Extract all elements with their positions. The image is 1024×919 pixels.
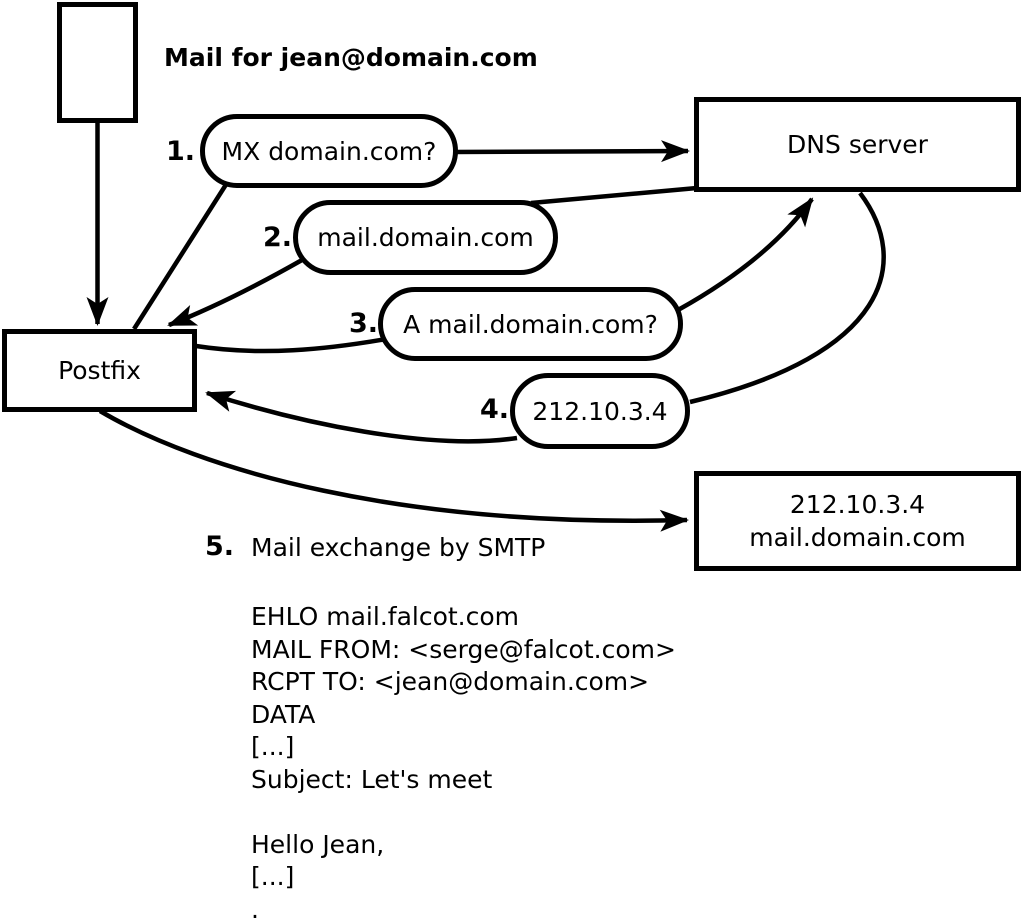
smtp-session-transcript: EHLO mail.falcot.com MAIL FROM: <serge@f… [251,602,676,919]
postfix-node: Postfix [2,329,197,412]
arrow-a-answer-to-postfix [205,390,518,444]
line-dns-to-a-answer [689,191,886,405]
destination-label: 212.10.3.4 mail.domain.com [749,488,965,554]
step-number-1: 1. [166,136,196,167]
pill-a-query: A mail.domain.com? [378,287,683,361]
dns-server-node: DNS server [694,97,1021,192]
pill-mx-answer-label: mail.domain.com [317,223,534,252]
step-number-3: 3. [349,308,379,339]
pill-a-answer: 212.10.3.4 [510,373,690,449]
dns-server-label: DNS server [787,130,928,159]
pill-mx-answer: mail.domain.com [293,200,558,275]
pill-a-query-label: A mail.domain.com? [403,309,658,339]
step-5-label: Mail exchange by SMTP [251,533,546,562]
arrow-postfix-to-mailserver [98,409,689,532]
line-postfix-to-a-query [195,335,393,354]
mail-message-node [57,2,138,123]
diagram-title: Mail for jean@domain.com [164,43,538,72]
line-dns-to-mx-answer [530,185,698,206]
line-postfix-to-mx-query [132,181,229,331]
step-number-5: 5. [205,531,235,562]
step-number-4: 4. [480,394,510,425]
step-number-2: 2. [263,222,293,253]
postfix-label: Postfix [58,356,141,385]
arrow-a-query-to-dns [676,197,814,312]
pill-mx-query-label: MX domain.com? [221,136,437,166]
destination-hostname: mail.domain.com [749,523,966,552]
pill-mx-query: MX domain.com? [200,114,458,188]
destination-ip: 212.10.3.4 [789,490,926,519]
arrow-mx-answer-to-postfix [167,258,304,328]
destination-mailserver-node: 212.10.3.4 mail.domain.com [694,471,1021,571]
pill-a-answer-label: 212.10.3.4 [532,396,668,426]
arrow-mx-query-to-dns [451,140,690,163]
